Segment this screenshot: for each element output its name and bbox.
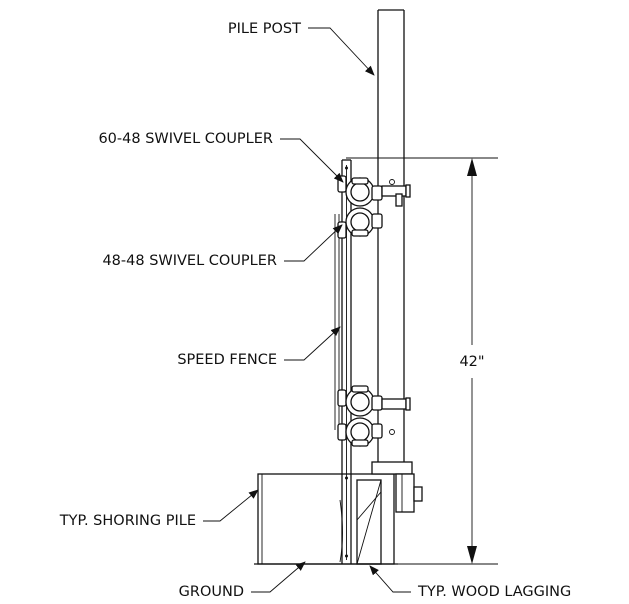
lower-coupler-assembly — [337, 385, 411, 447]
dimension-42: 42" — [346, 157, 498, 565]
label-48-48-swivel-coupler: 48-48 SWIVEL COUPLER — [102, 253, 277, 269]
pile-post — [377, 9, 405, 462]
callout-shoring-pile: TYP. SHORING PILE — [59, 489, 259, 529]
callout-speed-fence: SPEED FENCE — [177, 326, 341, 368]
callout-48-48-swivel-coupler: 48-48 SWIVEL COUPLER — [102, 224, 343, 269]
label-wood-lagging: TYP. WOOD LAGGING — [417, 584, 571, 600]
upper-coupler-assembly — [337, 175, 411, 239]
callout-60-48-swivel-coupler: 60-48 SWIVEL COUPLER — [98, 131, 344, 183]
label-60-48-swivel-coupler: 60-48 SWIVEL COUPLER — [98, 131, 273, 147]
callout-pile-post: PILE POST — [228, 21, 375, 76]
label-shoring-pile: TYP. SHORING PILE — [59, 513, 196, 529]
label-pile-post: PILE POST — [228, 21, 301, 37]
callout-wood-lagging: TYP. WOOD LAGGING — [369, 565, 571, 600]
dimension-label: 42" — [459, 354, 484, 370]
wood-lagging — [356, 479, 382, 565]
callout-ground: GROUND — [179, 561, 306, 600]
label-ground: GROUND — [179, 584, 244, 600]
post-base-clamp — [371, 461, 423, 513]
label-speed-fence: SPEED FENCE — [177, 352, 277, 368]
shoring-pile — [254, 473, 398, 565]
